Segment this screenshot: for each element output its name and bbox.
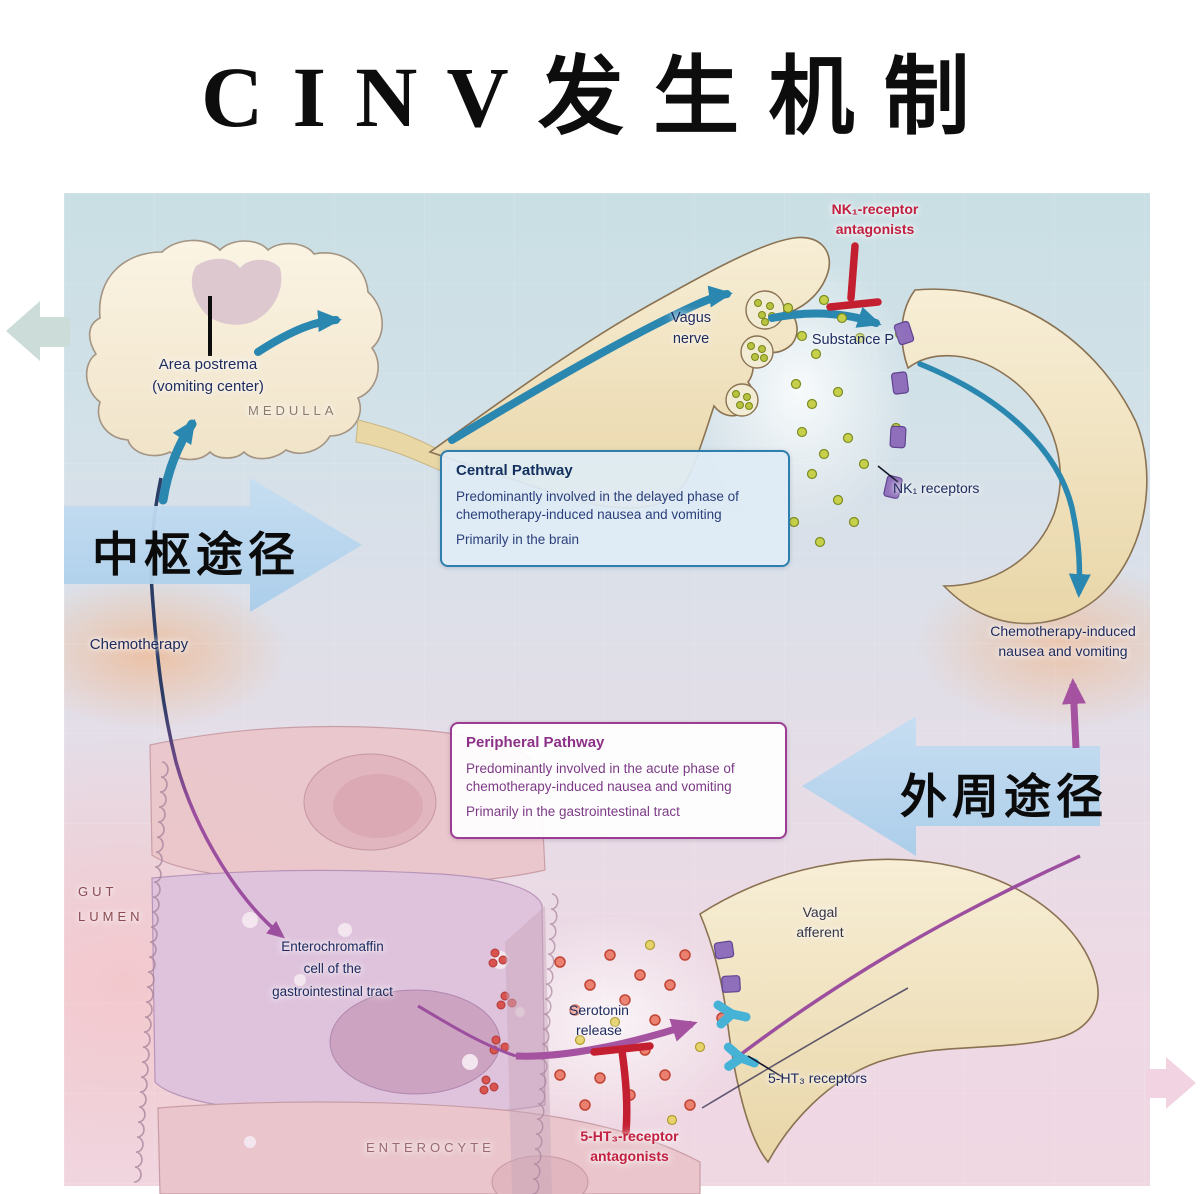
peripheral-pathway-box-body: Predominantly involved in the acute phas… bbox=[466, 761, 735, 794]
peripheral-pathway-box: Peripheral Pathway Predominantly involve… bbox=[450, 722, 787, 839]
chemotherapy-label: Chemotherapy bbox=[89, 636, 189, 653]
central-pathway-box: Central Pathway Predominantly involved i… bbox=[440, 450, 790, 567]
enterocyte-label: ENTEROCYTE bbox=[366, 1140, 495, 1155]
gut-lumen-label: GUT LUMEN bbox=[78, 884, 144, 924]
area-postrema-label: Area postrema (vomiting center) bbox=[152, 356, 264, 395]
peripheral-pathway-cn-label: 外周途径 bbox=[900, 770, 1108, 823]
central-pathway-box-title: Central Pathway bbox=[456, 462, 573, 479]
vagus-nerve-label: Vagus nerve bbox=[670, 310, 712, 348]
peripheral-pathway-box-note: Primarily in the gastrointestinal tract bbox=[466, 804, 680, 820]
vagal-afferent-label: Vagal afferent bbox=[796, 904, 844, 941]
peripheral-pathway-box-title: Peripheral Pathway bbox=[466, 734, 605, 751]
ht3-antagonists-label: 5-HT₃-receptor antagonists bbox=[580, 1128, 679, 1165]
central-pathway-cn-label: 中枢途径 bbox=[92, 528, 300, 581]
enterochromaffin-label: Enterochromaffin cell of the gastrointes… bbox=[272, 939, 393, 999]
nk1-receptors-label: NK₁ receptors bbox=[893, 480, 980, 496]
central-pathway-box-body: Predominantly involved in the delayed ph… bbox=[456, 489, 739, 522]
substance-p-label: Substance P bbox=[811, 332, 895, 348]
exit-arrow-right-icon bbox=[1146, 1057, 1196, 1109]
exit-arrow-left-icon bbox=[6, 301, 70, 361]
ht3-receptors-label: 5-HT₃ receptors bbox=[768, 1070, 868, 1086]
central-pathway-box-note: Primarily in the brain bbox=[456, 532, 580, 548]
medulla-label: MEDULLA bbox=[248, 403, 338, 418]
cinv-label: Chemotherapy-induced nausea and vomiting bbox=[990, 623, 1136, 660]
page-title: CINV发生机制 bbox=[201, 49, 999, 145]
serotonin-release-label: Serotonin release bbox=[569, 1002, 629, 1039]
nk1-antagonists-label: NK₁-receptor antagonists bbox=[831, 201, 919, 238]
